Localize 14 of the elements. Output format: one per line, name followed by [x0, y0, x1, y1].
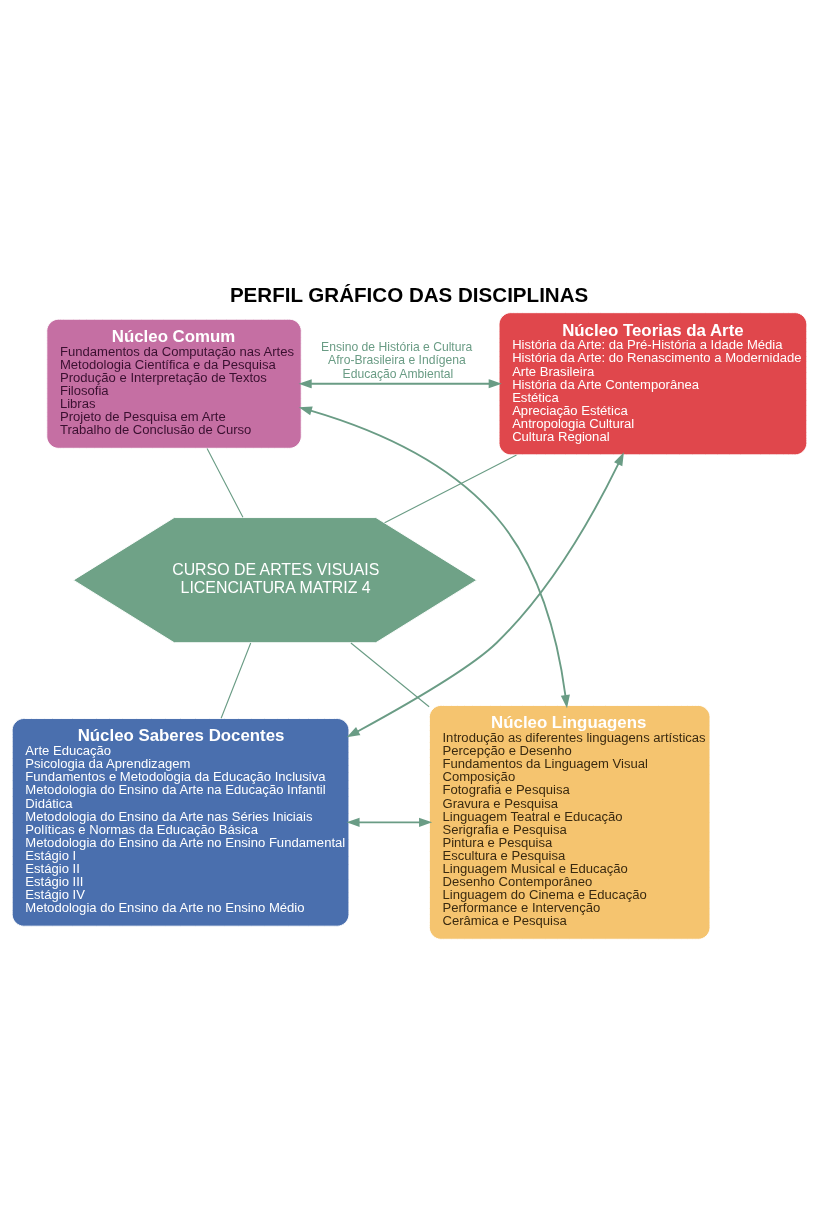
diagram-title: PERFIL GRÁFICO DAS DISCIPLINAS — [229, 282, 589, 306]
arrow — [298, 378, 502, 388]
arrow — [346, 817, 433, 827]
edge-label: Ensino de História e Cultura Afro-Brasileira e Indígena Educação Ambiental — [321, 339, 473, 381]
arrow — [298, 405, 570, 708]
connector — [220, 641, 252, 719]
connector — [384, 453, 518, 523]
connector — [206, 447, 244, 518]
node-box: Núcleo Linguagens Introdução as diferentes linguagens artísticas Percepção e Desenho Fundamentos da Linguagem Visual Composição Fotografia e Pesquisa Gravura e Pesquisa Linguagem Teatral e Educação Serigrafia e Pesquisa Pintura e Pesquisa Escultura e Pesquisa Linguagem Musical e Educação Desenho Contemporâneo Linguagem do Cinema e Educação Performance e Intervenção Cerâmica e Pesquisa — [428, 704, 711, 940]
node-box: Núcleo Comum Fundamentos da Computação nas Artes Metodologia Científica e da Pesquisa Produção e Interpretação de Textos Filosofia Libras Projeto de Pesquisa em Arte Trabalho de Conclusão de Curso — [46, 318, 302, 449]
node-box: Núcleo Teorias da Arte História da Arte: da Pré-História a Idade Média História da Arte: do Renascimento a Modernidade Arte Brasileira História da Arte Contemporânea Estética Apreciação Estética Antropologia Cultural Cultura Regional — [498, 311, 808, 455]
connector — [350, 641, 430, 707]
arrow — [346, 451, 624, 737]
node-box: Núcleo Saberes Docentes Arte Educação Psicologia da Aprendizagem Fundamentos e Metodologia da Educação Inclusiva Metodologia do Ensino da Arte na Educação Infantil Didática Metodologia do Ensino da Arte nas Séries Iniciais Políticas e Normas da Educação Básica Metodologia do Ensino da Arte no Ensino Fundamental Estágio I Estágio II Estágio III Estágio IV Metodologia do Ensino da Arte no Ensino Médio — [11, 717, 350, 927]
